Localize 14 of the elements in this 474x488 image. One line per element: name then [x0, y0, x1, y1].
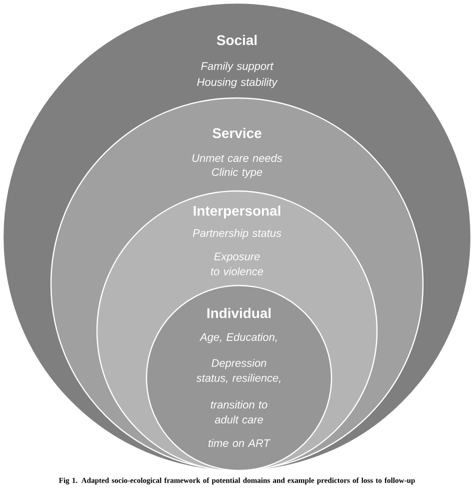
predictor-text: transition to adult care — [210, 400, 268, 424]
predictor-text: Housing stability — [197, 78, 278, 88]
layer-heading: Individual — [207, 308, 271, 318]
predictor-text: Partnership status — [192, 228, 282, 240]
layer-heading: Service — [212, 128, 262, 138]
predictor-text: Depression status, resilience, — [196, 358, 280, 384]
layer-heading: Interpersonal — [194, 206, 280, 218]
predictor-text: Family support — [201, 62, 274, 72]
predictor-text: Clinic type — [212, 168, 262, 178]
predictor-text: Unmet care needs — [192, 154, 282, 162]
layer-heading: Social — [216, 34, 257, 46]
predictor-text: Exposure to violence — [211, 252, 264, 276]
predictor-text: Age, Education, — [199, 332, 277, 344]
predictor-text: time on ART — [208, 438, 271, 448]
